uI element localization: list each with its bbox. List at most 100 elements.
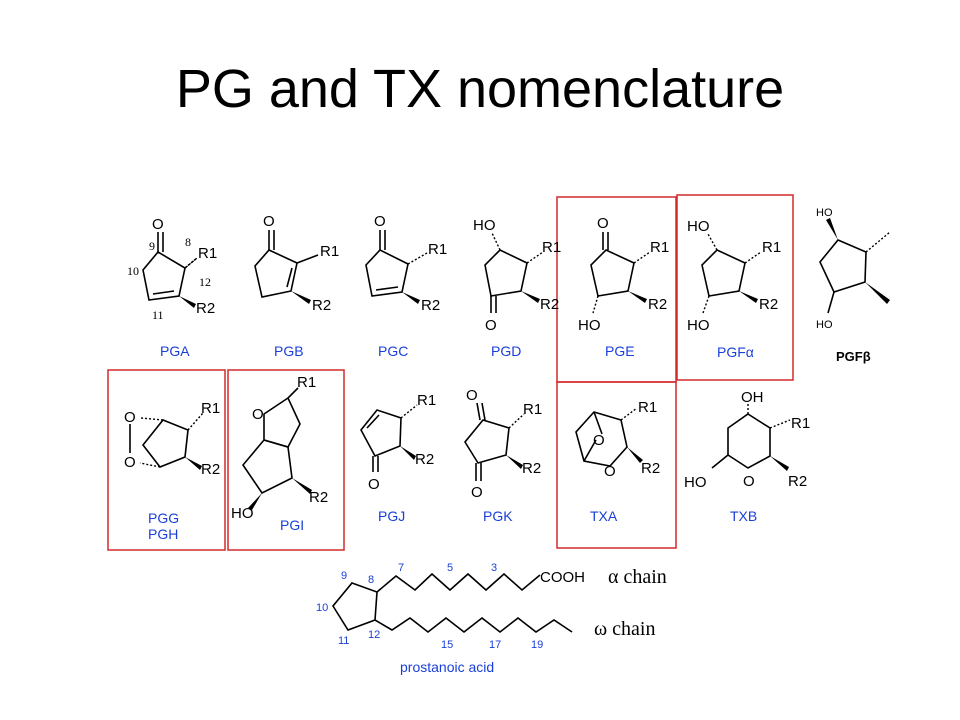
structure-pgi: O R1 R2 HO PGI [231,374,328,533]
pgf-beta-hydroxyl-bottom: HO [816,319,833,331]
pgk-r1: R1 [523,401,542,418]
omega-chain-label: ω chain [594,618,656,640]
pga-r2: R2 [196,300,215,317]
label-txa: TXA [590,508,618,524]
pgi-hydroxyl: HO [231,505,254,522]
label-pgg: PGG [148,510,179,526]
alpha-chain-label: α chain [608,566,667,588]
pgf-alpha-r2: R2 [759,296,778,313]
label-pgf-alpha: PGFα [717,344,754,360]
pga-oxygen: O [152,216,164,233]
label-pgh: PGH [148,526,178,542]
prostanoic-number-5: 5 [447,562,453,574]
pgd-hydroxyl: HO [473,217,496,234]
pgj-r2: R2 [415,451,434,468]
prostanoic-number-12: 12 [368,629,380,641]
structure-pgg-pgh: O O R1 R2 PGG PGH [124,400,220,542]
structure-pgj: R1 R2 O PGJ [360,392,436,524]
label-prostanoic-acid: prostanoic acid [400,659,494,675]
pgi-r2: R2 [309,489,328,506]
pge-r2: R2 [648,296,667,313]
pge-hydroxyl: HO [578,317,601,334]
prostanoic-number-9: 9 [341,570,347,582]
label-pga: PGA [160,343,190,359]
label-pgi: PGI [280,517,304,533]
structure-pgc: O R1 R2 PGC [365,213,447,359]
prostanoic-number-10: 10 [316,602,328,614]
prostanoic-number-3: 3 [491,562,497,574]
highlight-box-txa [556,381,677,549]
pgf-alpha-r1: R1 [762,239,781,256]
pgk-oxygen-bottom: O [471,484,483,501]
label-pgj: PGJ [378,508,405,524]
highlight-box-pgf-alpha [676,194,794,381]
prostanoic-number-15: 15 [441,639,453,651]
structure-pgd: HO R1 R2 O PGD [473,217,561,359]
highlight-box-pgi [227,369,345,551]
ring-number-9: 9 [149,239,155,253]
txb-r2: R2 [788,473,807,490]
pgd-r1: R1 [542,239,561,256]
structure-pgk: O R1 R2 O PGK [464,387,542,524]
pgg-r2: R2 [201,461,220,478]
txa-bridge-oxygen: O [593,432,605,449]
structure-pge: O R1 R2 HO PGE [578,215,669,359]
prostanoic-carboxyl: COOH [540,569,585,586]
pgj-r1: R1 [417,392,436,409]
pgg-r1: R1 [201,400,220,417]
pge-r1: R1 [650,239,669,256]
label-pgc: PGC [378,343,408,359]
pgb-r1: R1 [320,243,339,260]
prostanoic-number-8: 8 [368,574,374,586]
structure-txa: O O R1 R2 TXA [575,399,660,524]
txb-hydroxyl: OH [741,389,764,406]
label-pgd: PGD [491,343,521,359]
pgd-oxygen: O [485,317,497,334]
pgi-r1: R1 [297,374,316,391]
prostanoic-number-11: 11 [338,635,349,647]
highlight-box-pgg-pgh [107,369,226,551]
pgd-r2: R2 [540,296,559,313]
label-txb: TXB [730,508,757,524]
pgb-oxygen: O [263,213,275,230]
pgf-alpha-hydroxyl-bottom: HO [687,317,710,334]
txa-ring-oxygen: O [604,463,616,480]
structure-pgf-alpha: HO R1 R2 HO PGFα [687,218,781,360]
txb-hemiacetal-hydroxyl: HO [684,474,707,491]
ring-number-8: 8 [185,235,191,249]
txa-r2: R2 [641,460,660,477]
prostanoic-number-19: 19 [531,639,543,651]
label-pgb: PGB [274,343,304,359]
pga-r1: R1 [198,245,217,262]
txb-r1: R1 [791,415,810,432]
ring-number-12: 12 [199,275,211,289]
structure-prostanoic-acid: COOH 7 5 3 9 8 10 11 12 15 17 19 prostan… [316,562,585,675]
structure-txb: OH R1 R2 HO O TXB [684,389,810,524]
pgc-r1: R1 [428,241,447,258]
pgc-r2: R2 [421,297,440,314]
prostanoic-number-17: 17 [489,639,501,651]
pgc-oxygen: O [374,213,386,230]
ring-number-10: 10 [127,264,139,278]
pgb-r2: R2 [312,297,331,314]
pgf-beta-hydroxyl-top: HO [816,207,833,219]
pge-oxygen: O [597,215,609,232]
ring-number-11: 11 [152,308,164,322]
pgg-oxygen-2: O [124,454,136,471]
label-pgk: PGK [483,508,513,524]
slide-title: PG and TX nomenclature [175,59,785,119]
txa-r1: R1 [638,399,657,416]
label-pge: PGE [605,343,635,359]
structure-pgb: O R1 R2 PGB [254,213,339,359]
structure-pgf-beta: HO HO PGFβ [816,207,891,364]
pgg-oxygen-1: O [124,409,136,426]
pgf-alpha-hydroxyl-top: HO [687,218,710,235]
pgi-oxygen: O [252,406,264,423]
prostanoic-number-7: 7 [398,562,404,574]
pgj-oxygen: O [368,476,380,493]
pgk-r2: R2 [522,460,541,477]
pgk-oxygen-top: O [466,387,478,404]
label-pgf-beta: PGFβ [836,349,871,364]
structure-pga: O R1 R2 9 8 10 12 11 PGA [127,216,217,359]
